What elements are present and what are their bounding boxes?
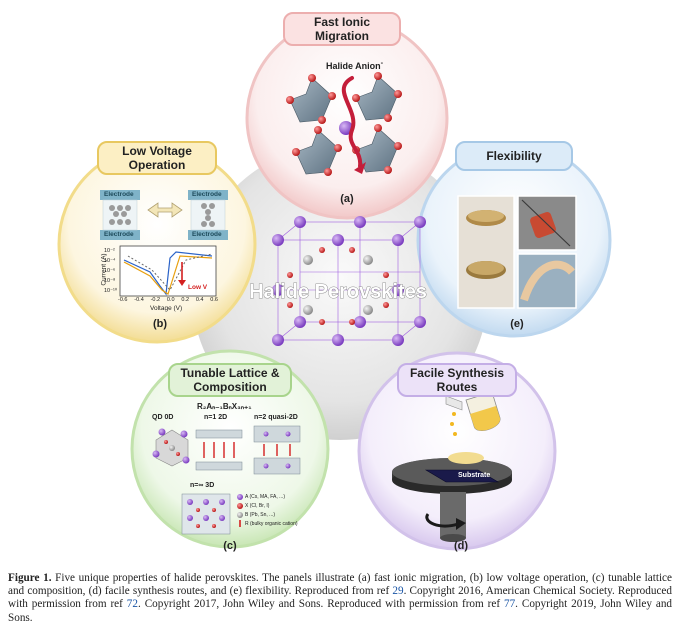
panel-b-letter: (b) xyxy=(152,318,168,330)
ruddlesden-popper-formula: R₂Aₙ₋₁BₙX₃ₙ₊₁ xyxy=(197,402,252,411)
substrate-label: Substrate xyxy=(458,472,491,479)
electrode-label: Electrode xyxy=(104,191,134,198)
electrode-label: Electrode xyxy=(104,231,134,238)
octahedron xyxy=(292,126,342,176)
panel-d-illustration xyxy=(392,391,512,542)
caption-text: . Copyright 2016, American Chemical Soci… xyxy=(8,585,672,611)
n-infinity-3d-lattice xyxy=(181,493,231,535)
pipette xyxy=(445,395,463,411)
iv-curve-2 xyxy=(123,255,213,295)
ref-link-77[interactable]: 77 xyxy=(503,598,516,611)
iv-curve-1 xyxy=(123,251,213,296)
panel-c-illustration xyxy=(152,425,301,535)
rotation-arrow-icon xyxy=(425,513,459,528)
center-lattice-atoms xyxy=(272,216,426,346)
panel-e-letter: (e) xyxy=(510,318,524,330)
quantum-dot xyxy=(152,428,190,467)
center-label: Halide Perovskites xyxy=(249,281,427,303)
panel-c-circle xyxy=(130,349,330,549)
electrode-label: Electrode xyxy=(192,191,222,198)
lattice-legend: A (Cs, MA, FA, ...)X (Cl, Br, I)B (Pb, S… xyxy=(245,494,298,527)
anion-migration-arrow xyxy=(341,76,363,168)
electrode-label: Electrode xyxy=(192,231,222,238)
electrode-top-right xyxy=(188,190,228,200)
low-v-annotation: Low V xyxy=(188,284,208,291)
panel-e-title: Flexibility xyxy=(455,141,573,171)
lattice-legend-markers xyxy=(237,494,243,527)
droplet xyxy=(450,422,454,426)
qd-label: QD 0D xyxy=(152,414,174,421)
droplet xyxy=(453,432,457,436)
octahedron xyxy=(286,74,336,124)
substrate xyxy=(424,469,500,483)
precursor-film xyxy=(448,452,484,464)
panel-a-circle xyxy=(245,16,449,220)
ref-link-72[interactable]: 72 xyxy=(126,598,138,611)
iv-curve-3 xyxy=(127,253,213,291)
panel-d-circle xyxy=(357,351,557,551)
halide-anion-label: Halide Anion- xyxy=(326,58,384,71)
panel-c-title: Tunable Lattice &Composition xyxy=(168,363,292,397)
panel-e-illustration xyxy=(457,195,577,309)
n2-label: n=2 quasi-2D xyxy=(254,414,298,421)
caption-text: . Copyright 2017, John Wiley and Sons. R… xyxy=(137,598,504,611)
beaker-icon xyxy=(465,391,501,431)
panel-c-letter: (c) xyxy=(223,540,237,552)
panel-a-letter: (a) xyxy=(340,193,354,205)
iv-xlabel: Voltage (V) xyxy=(150,305,183,312)
ref-link-29[interactable]: 29 xyxy=(392,585,404,598)
droplet xyxy=(452,412,456,416)
caption-text: . Copyright 2019, John Wiley and Sons. xyxy=(8,598,673,624)
n1-label: n=1 2D xyxy=(204,414,228,421)
panel-b-illustration xyxy=(100,190,228,297)
n1-2d-lattice xyxy=(195,429,243,471)
caption-label: Figure 1. xyxy=(8,572,52,584)
n2-quasi2d-lattice xyxy=(253,425,301,475)
octahedron xyxy=(352,72,402,122)
double-arrow-icon xyxy=(147,202,183,218)
panel-b-circle xyxy=(57,144,257,344)
electrode-bottom-right xyxy=(188,230,228,240)
spin-shaft xyxy=(440,492,466,538)
electrode-top-left xyxy=(100,190,140,200)
electrode-bottom-left xyxy=(100,230,140,240)
panel-d-letter: (d) xyxy=(453,540,469,552)
figure-caption: Figure 1. Five unique properties of hali… xyxy=(8,572,672,625)
ninf-label: n=∞ 3D xyxy=(190,482,215,489)
caption-text: Five unique properties of halide perovsk… xyxy=(8,572,672,598)
panel-a-illustration xyxy=(286,72,402,176)
